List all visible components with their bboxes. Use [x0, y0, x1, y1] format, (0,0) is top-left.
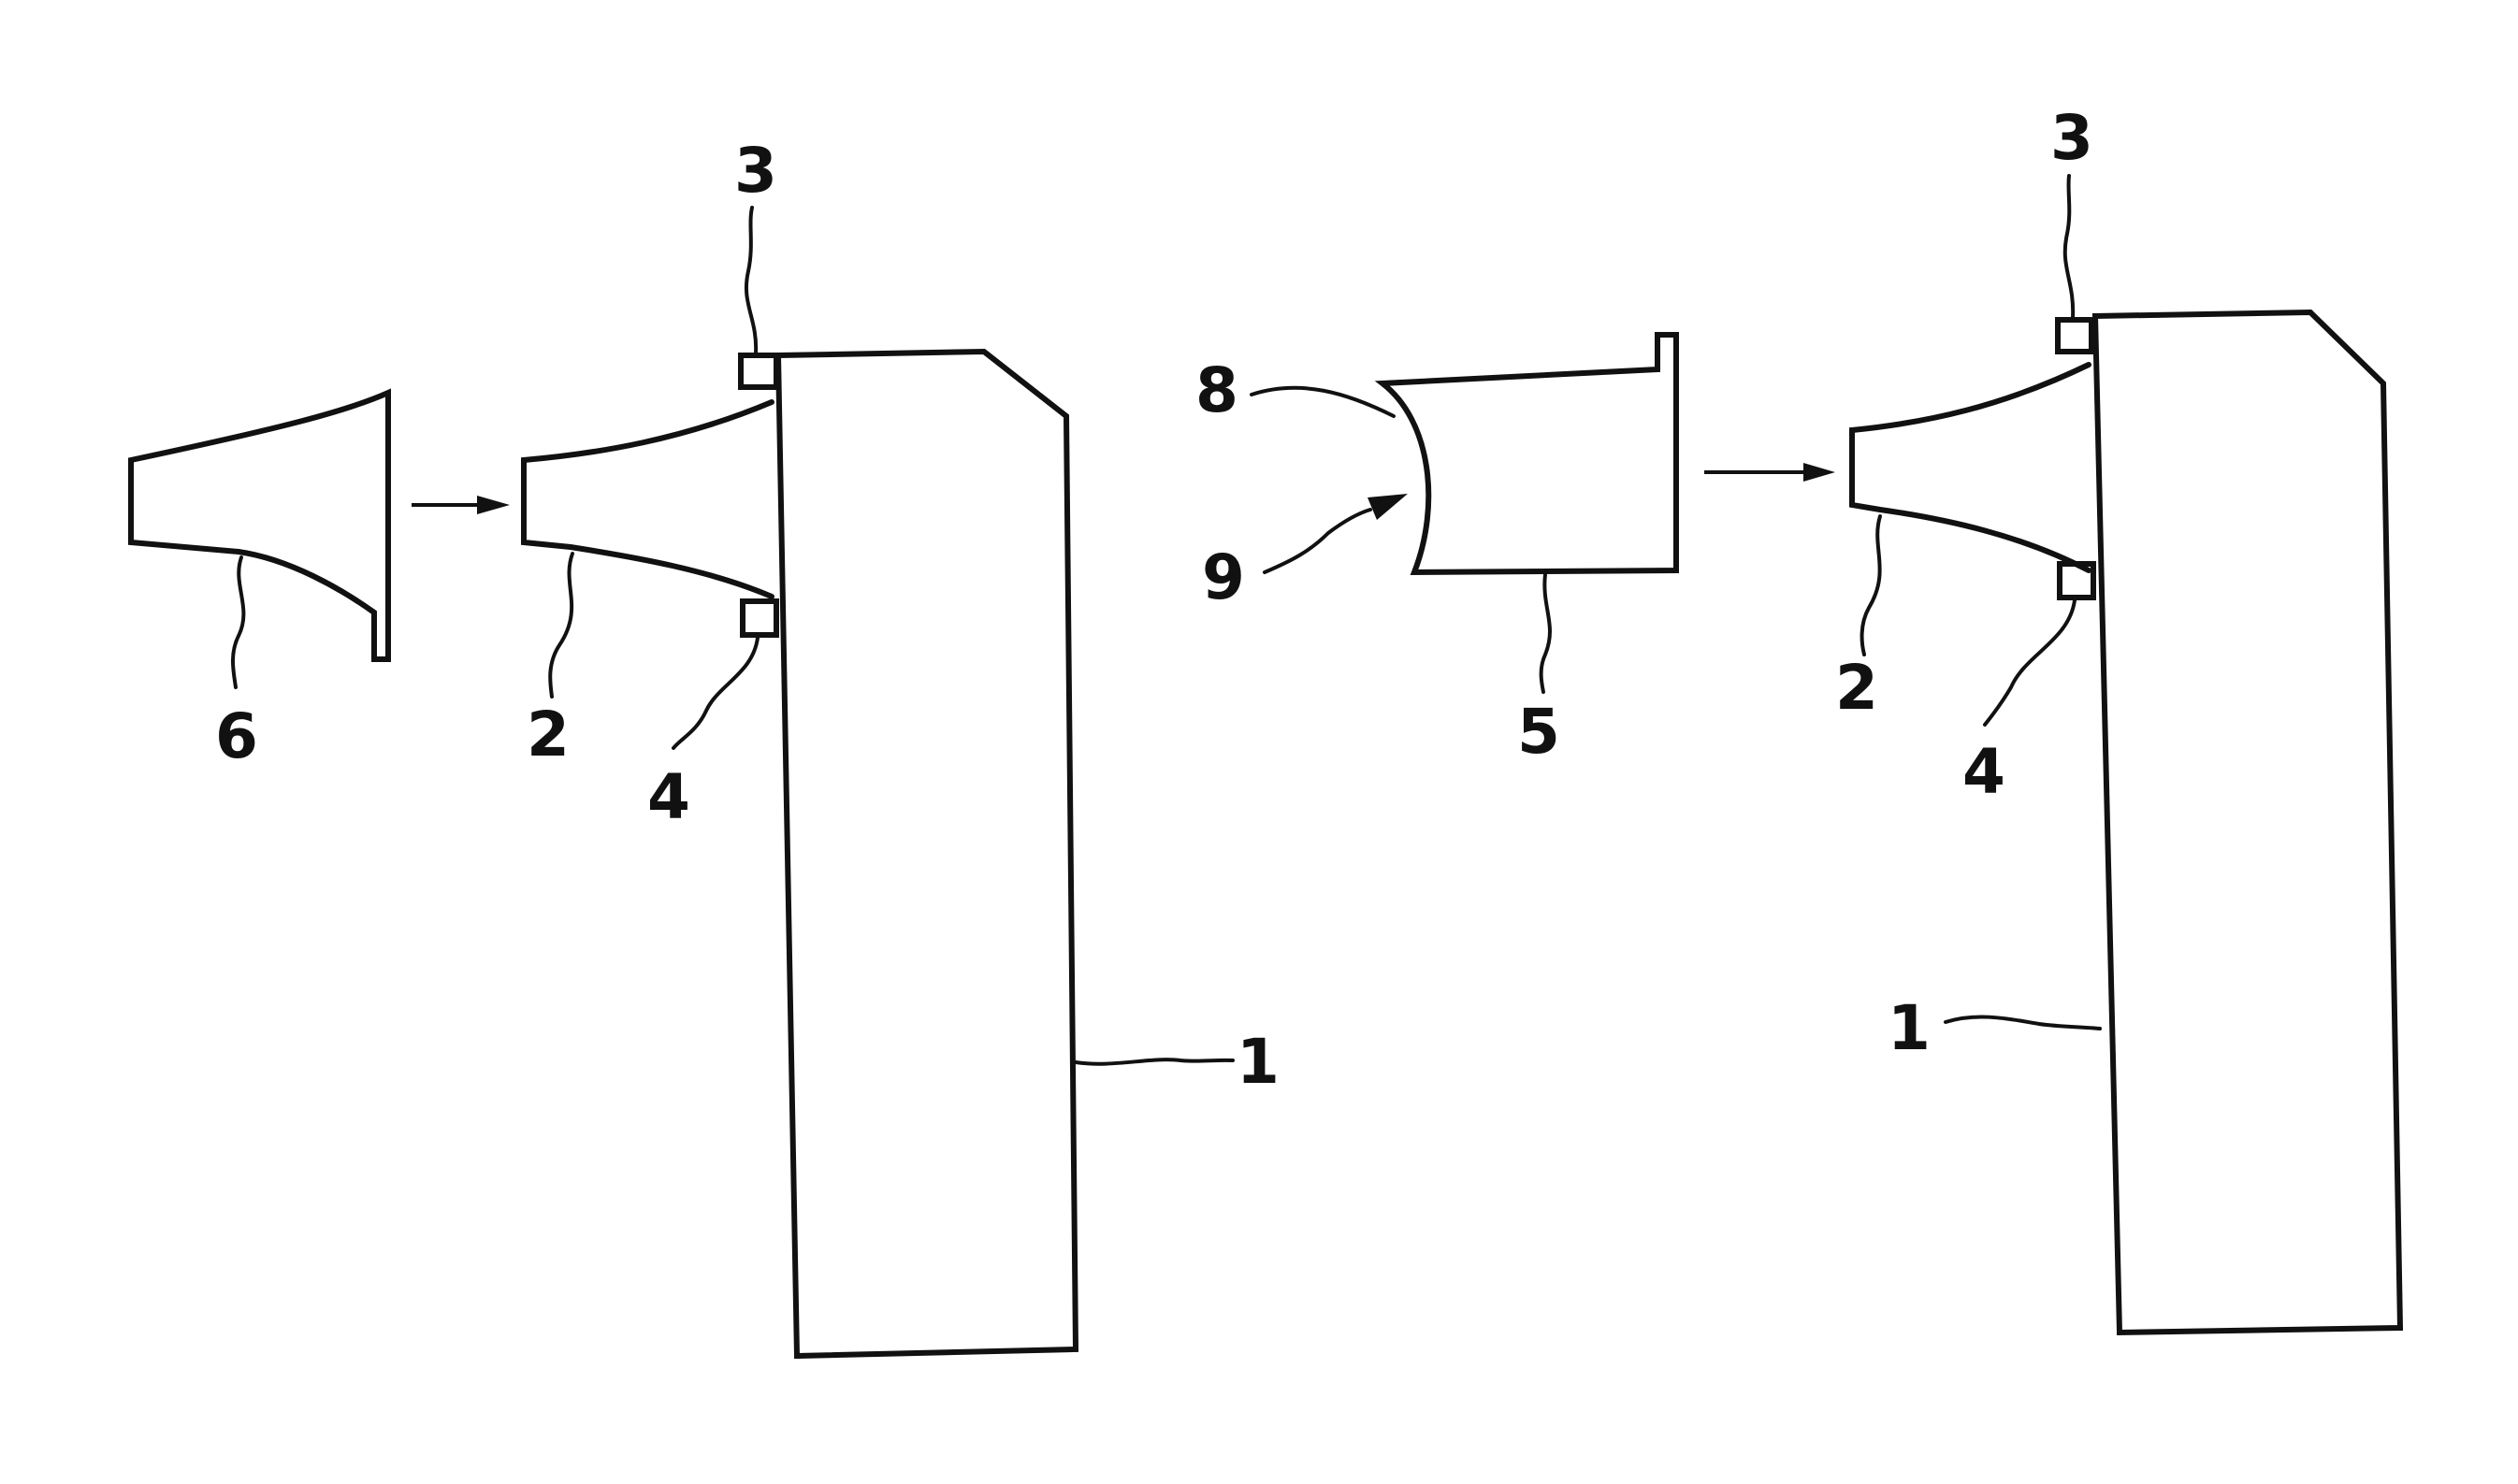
leader-5 — [1539, 572, 1552, 694]
leader-9 — [1263, 508, 1372, 574]
leader-6 — [231, 555, 246, 689]
leader-1 — [1074, 1058, 1235, 1066]
leader-2 — [548, 552, 574, 699]
housing-1-right — [2091, 309, 2404, 1336]
right-assembly: 8 9 5 2 1 3 4 — [1195, 102, 2404, 1336]
detent-4-right — [2057, 561, 2096, 600]
arrowhead-9 — [1368, 494, 1408, 520]
assembly-arrowhead-left — [477, 496, 510, 514]
label-4-right: 4 — [1962, 736, 2005, 808]
label-3: 3 — [734, 135, 777, 207]
label-9: 9 — [1202, 541, 1245, 613]
detent-3 — [738, 353, 779, 390]
label-6: 6 — [215, 700, 258, 772]
probe-tip-2 — [521, 399, 774, 599]
leader-8 — [1250, 385, 1396, 418]
probe-cover-6 — [128, 388, 391, 662]
label-4: 4 — [647, 761, 690, 833]
label-2-right: 2 — [1835, 652, 1878, 724]
leader-4-right — [1983, 598, 2077, 727]
cap-5 — [1374, 332, 1679, 576]
detent-3-right — [2055, 317, 2094, 354]
leader-3 — [744, 206, 759, 355]
leader-2-right — [1860, 514, 1882, 656]
housing-1 — [774, 348, 1079, 1360]
probe-tip-2-right — [1849, 362, 2091, 573]
label-8: 8 — [1195, 354, 1238, 426]
label-5: 5 — [1517, 696, 1560, 768]
leader-1-right — [1944, 1015, 2102, 1030]
detent-4 — [740, 598, 779, 638]
label-1: 1 — [1237, 1026, 1280, 1098]
label-1-right: 1 — [1888, 992, 1931, 1064]
assembly-arrowhead-right — [1803, 463, 1835, 482]
left-assembly: 6 2 1 3 4 — [128, 135, 1280, 1360]
leader-3-right — [2062, 174, 2076, 320]
label-3-right: 3 — [2050, 102, 2093, 174]
leader-4 — [672, 636, 760, 750]
label-2: 2 — [527, 699, 570, 771]
